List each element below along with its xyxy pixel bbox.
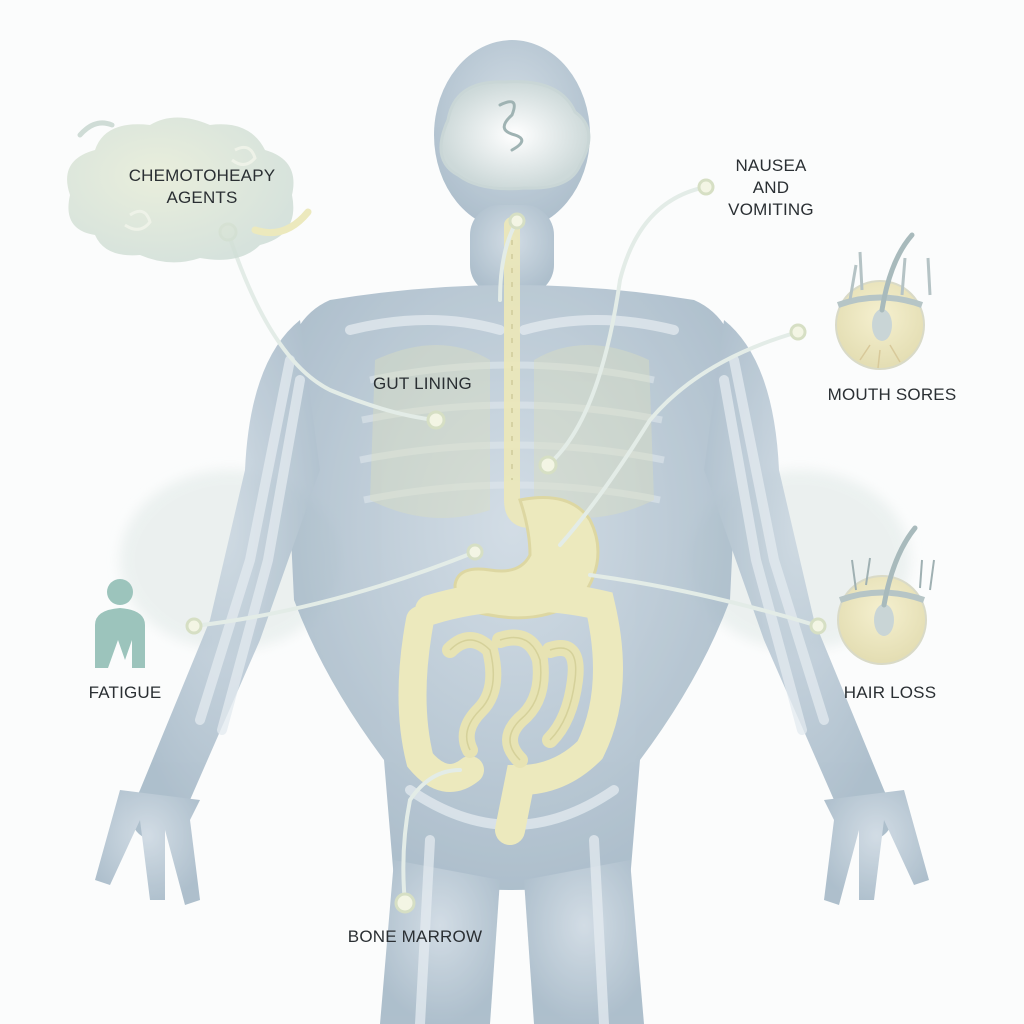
label-bone-marrow: BONE MARROW	[330, 926, 500, 948]
brain-icon	[441, 82, 589, 189]
label-nausea-and-vomiting: NAUSEA AND VOMITING	[706, 155, 836, 221]
mouth-sores-follicle-icon	[836, 235, 930, 369]
label-hair-loss: HAIR LOSS	[820, 682, 960, 704]
label-fatigue: FATIGUE	[70, 682, 180, 704]
label-gut-lining: GUT LINING	[350, 373, 495, 395]
label-mouth-sores: MOUTH SORES	[812, 384, 972, 406]
label-chemotherapy-agents: CHEMOTOHEAPY AGENTS	[102, 165, 302, 209]
